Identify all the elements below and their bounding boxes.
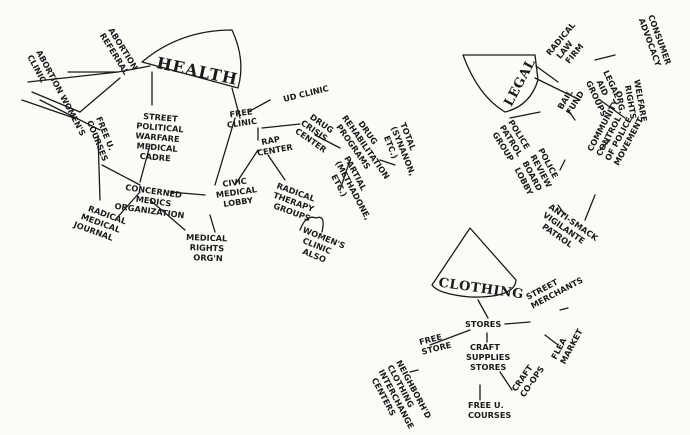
node-free-store: FREE STORE — [418, 332, 452, 357]
node-free-clinic: FREE CLINIC — [226, 106, 257, 130]
node-flea-market: FLEA MARKET — [549, 327, 585, 366]
craft-supplies-line1: CRAFT — [470, 342, 500, 352]
legal-hub-shape — [462, 54, 539, 113]
craft-supplies-line2: SUPPLIES — [466, 352, 510, 362]
node-abortion-clinic: ABORTION WOMEN'S CLINIC — [25, 48, 88, 137]
node-community-control: COMMUNITY CONTROL OF POLICE MOVEMENT — [585, 97, 645, 167]
node-free-u-courses-clothing: FREE U. COURSES — [468, 400, 511, 420]
health-hub-shape — [141, 29, 242, 89]
medical-rights-line2: RIGHTS — [190, 242, 225, 253]
clothing-connectors — [409, 299, 569, 401]
legal-hub-label: LEGAL — [501, 56, 539, 109]
node-bail-fund: BAIL FUND — [555, 88, 586, 116]
abortion-clinic-line1: ABORTION WOMEN'S — [34, 48, 88, 137]
node-civic-medical-lobby: CIVIC MEDICAL LOBBY — [215, 176, 257, 209]
node-police-patrol: POLICE PATROL GROUP — [490, 118, 532, 163]
node-craft-coops: CRAFT CO-OPS — [509, 363, 546, 399]
clothing-hub-label: CLOTHING — [438, 276, 525, 303]
free-clinic-line2: CLINIC — [226, 116, 257, 130]
node-craft-supplies: CRAFT SUPPLIES STORES — [466, 342, 510, 372]
welfare-line3: ORG. — [614, 90, 628, 114]
clothing-hub-shape — [431, 227, 517, 298]
node-consumer-advocacy: CONSUMER ADVOCACY — [637, 13, 674, 68]
stores-label: STORES — [465, 319, 501, 329]
node-welfare-rights: WELFARE RIGHTS ORG. — [614, 79, 650, 123]
node-abortion-referral: ABORTION REFERRAL — [98, 26, 140, 77]
node-radical-law-firm: RADICAL LAW FIRM — [544, 20, 586, 65]
node-street-merchants: STREET MERCHANTS — [524, 275, 584, 311]
node-drug-crisis-center: DRUG CRISIS CENTER — [293, 112, 335, 155]
node-medical-rights: MEDICAL RIGHTS ORG'N — [186, 232, 227, 263]
clothing-free-u-line1: FREE U. — [468, 400, 504, 410]
node-anti-smack-patrol: ANTI-SMACK VIGILANTE PATROL — [540, 201, 600, 249]
health-connectors — [21, 65, 396, 233]
health-hub-label: HEALTH — [155, 53, 240, 89]
civic-lobby-line3: LOBBY — [223, 195, 255, 209]
legal-connectors — [509, 54, 626, 221]
ud-clinic-label: UD CLINIC — [282, 83, 330, 104]
clothing-cluster: CLOTHING STORES STREET MERCHANTS FLEA MA… — [370, 227, 585, 430]
health-cluster: HEALTH ABORTION WOMEN'S CLINIC ABORTION … — [21, 26, 418, 265]
node-concerned-medics: CONCERNED MEDICS ORGANIZATION — [114, 182, 185, 220]
medical-rights-line1: MEDICAL — [186, 232, 227, 243]
concerned-medics-line2: MEDICS — [135, 194, 172, 209]
medical-rights-line3: ORG'N — [193, 252, 223, 263]
node-neighborhood-exchange: NEIGHBORH'D CLOTHING INTERCHANGE CENTERS — [370, 358, 434, 430]
street-political-line3: WARFARE — [135, 130, 180, 144]
node-rap-center: RAP CENTER — [256, 134, 294, 158]
clothing-free-u-line2: COURSES — [468, 410, 511, 420]
civic-lobby-line1: CIVIC — [222, 176, 248, 189]
street-political-line1: STREET — [143, 111, 179, 124]
rap-center-line1: RAP — [261, 134, 281, 147]
street-political-line5: CADRE — [139, 151, 171, 164]
node-street-political-cadre: STREET POLITICAL WARFARE MEDICAL CADRE — [135, 111, 184, 164]
legal-cluster: LEGAL RADICAL LAW FIRM LEGAL AID GROUPS … — [462, 13, 674, 250]
node-womens-clinic-also: WOMEN'S CLINIC ALSO — [301, 225, 347, 265]
street-political-line4: MEDICAL — [136, 140, 178, 154]
free-clinic-line1: FREE — [229, 106, 253, 119]
street-political-line2: POLITICAL — [136, 120, 184, 134]
node-free-u-courses-health: FREE U. COURSES — [85, 115, 117, 163]
craft-supplies-line3: STORES — [470, 362, 506, 372]
